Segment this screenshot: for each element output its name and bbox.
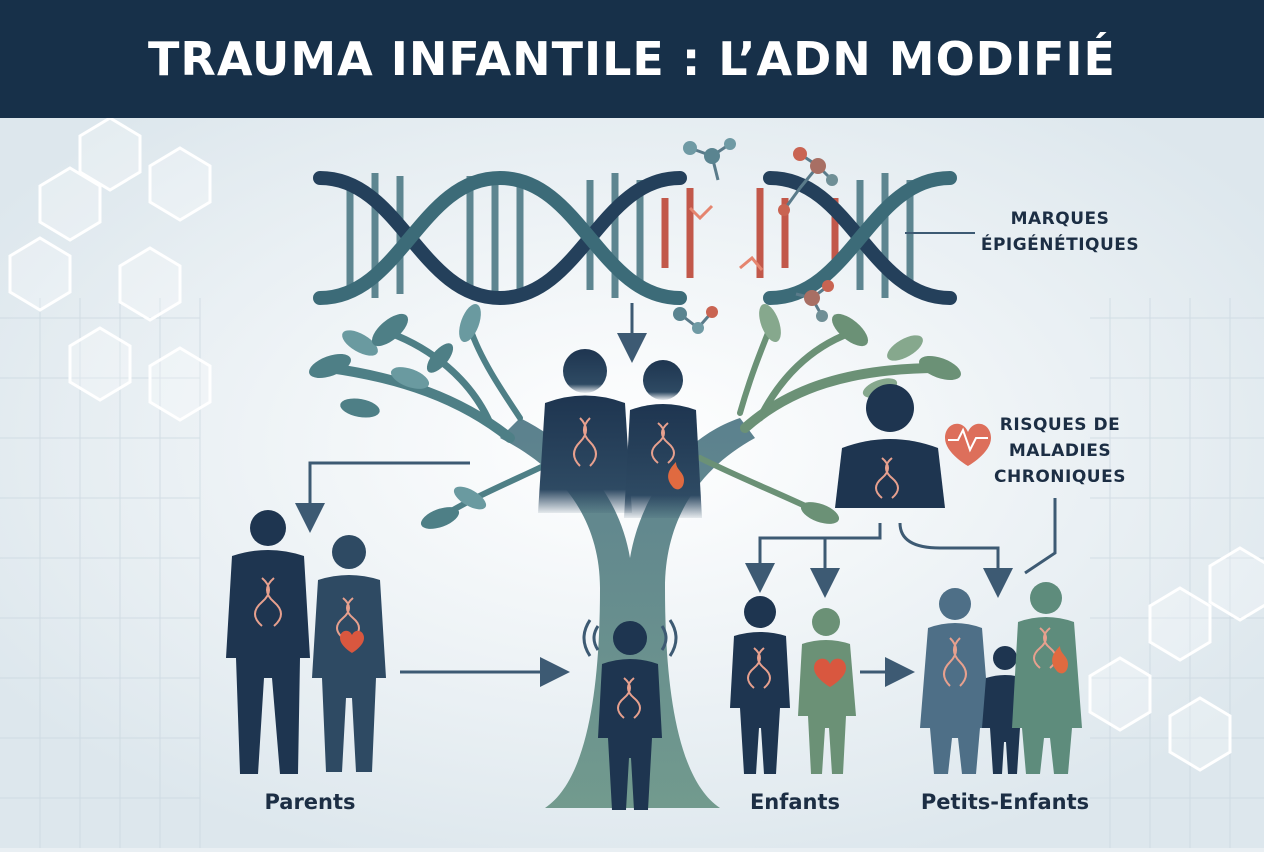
chronic-disease-risk-label: RISQUES DE MALADIES CHRONIQUES: [970, 412, 1150, 490]
epigenetic-marks-label: MARQUES ÉPIGÉNÉTIQUES: [970, 206, 1150, 258]
chronic-disease-line-1: RISQUES DE: [999, 415, 1121, 435]
diagram-stage: MARQUES ÉPIGÉNÉTIQUES RISQUES DE MALADIE…: [0, 116, 1264, 848]
parents-silhouettes: [226, 510, 386, 774]
tree-leaves: [309, 303, 961, 529]
dna-helix-icon: [313, 170, 957, 306]
chronic-disease-line-2: MALADIES: [1008, 441, 1112, 461]
chronic-disease-line-3: CHRONIQUES: [994, 467, 1126, 487]
grandchildren-label: Petits-Enfants: [920, 790, 1090, 814]
molecule-atoms: [673, 138, 838, 334]
adult-silhouette: [835, 384, 945, 508]
child-silhouette-center: [598, 621, 662, 810]
small-heart-icons: [340, 630, 846, 687]
epigenetic-marks-line-1: MARQUES: [1010, 209, 1110, 229]
flame-icon: [668, 462, 1068, 674]
heart-pulse-icon: [945, 423, 991, 466]
dna-mark-icons: [254, 417, 1057, 719]
diagram-canvas: [0, 116, 1264, 848]
flow-arrows: [295, 461, 1057, 687]
background-hexagons: [8, 116, 1264, 772]
family-tree: [325, 325, 945, 808]
sound-wave-icon: [582, 619, 678, 657]
tree-couple-silhouette: [538, 349, 702, 518]
parents-label: Parents: [264, 790, 356, 814]
background-grid: [0, 298, 1264, 848]
children-label: Enfants: [749, 790, 841, 814]
page-title: TRAUMA INFANTILE : L’ADN MODIFIÉ: [148, 32, 1116, 86]
header-banner: TRAUMA INFANTILE : L’ADN MODIFIÉ: [0, 0, 1264, 118]
epigenetic-marks-line-2: ÉPIGÉNÉTIQUES: [980, 235, 1140, 255]
